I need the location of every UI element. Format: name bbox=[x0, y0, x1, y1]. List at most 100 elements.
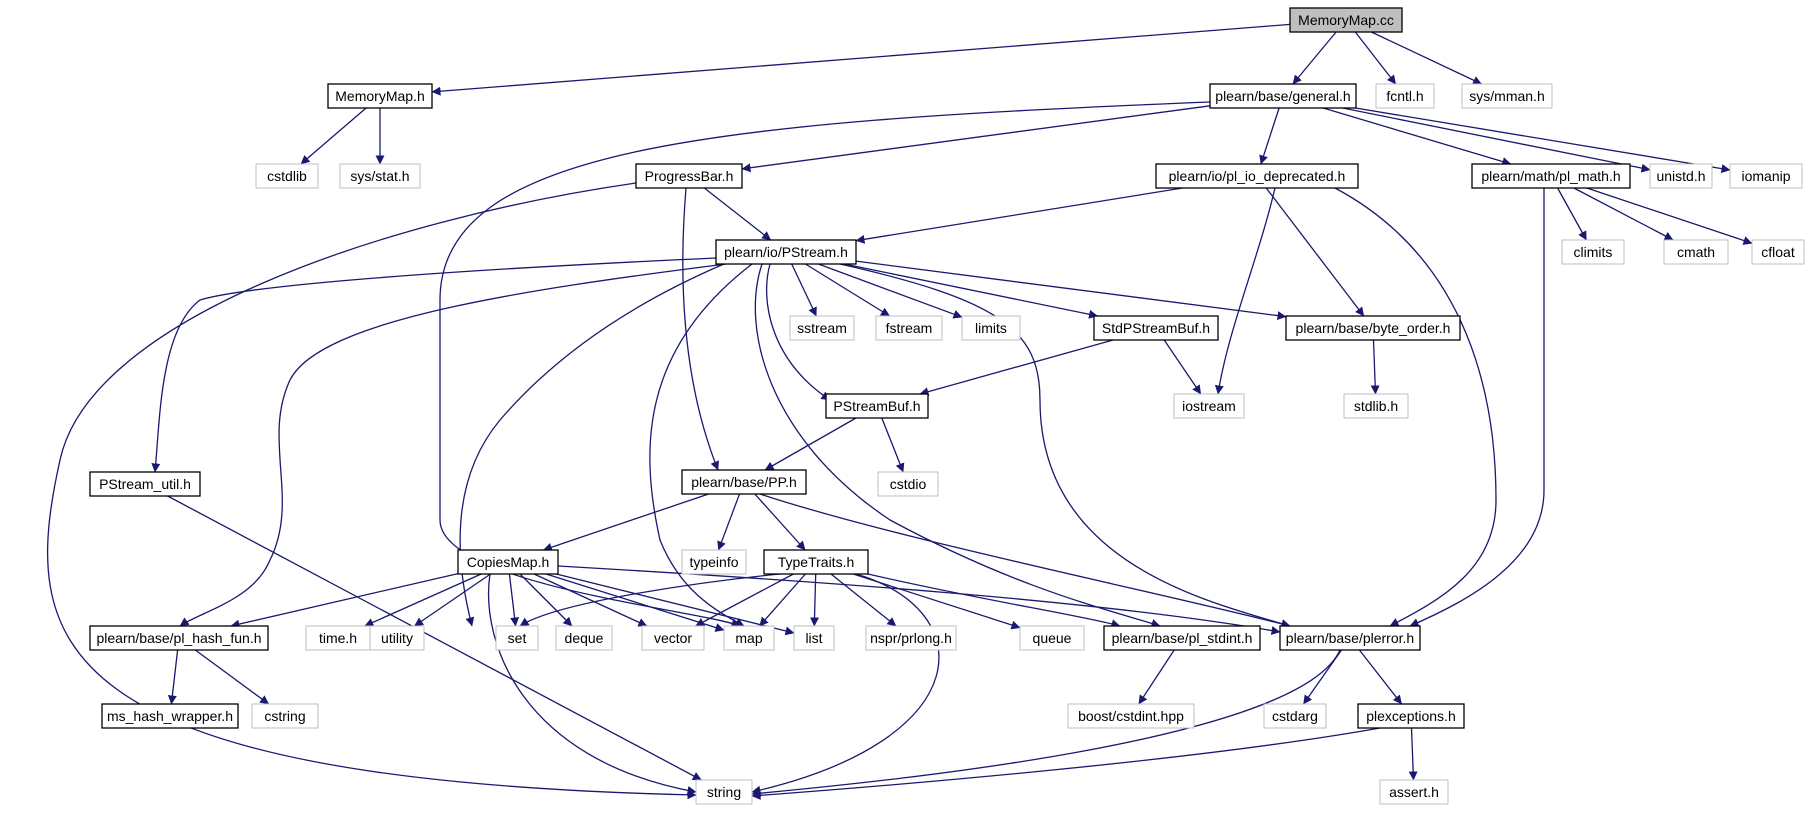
node-box bbox=[723, 625, 775, 651]
edge-pp_h-to-typetraits_h bbox=[754, 493, 806, 551]
node-box bbox=[101, 703, 239, 729]
edge-general_h-to-unistd_h bbox=[1342, 107, 1651, 173]
node-pl-math-h[interactable]: plearn/math/pl_math.h bbox=[1471, 163, 1631, 189]
node-box bbox=[1379, 779, 1449, 805]
edge-copiesmap_h-to-list bbox=[556, 573, 795, 636]
node-limits: limits bbox=[961, 315, 1021, 341]
edge-pstream_h-to-plerror_h bbox=[839, 263, 1291, 628]
edge-typetraits_h-to-vector bbox=[695, 573, 794, 627]
edge-memorymap_cc-to-general_h bbox=[1292, 31, 1337, 85]
node-cstdio: cstdio bbox=[877, 471, 939, 497]
edge-byte_order_h-to-stdlib_h bbox=[1370, 339, 1380, 395]
edge-pl_io_deprecated_h-to-iostream bbox=[1214, 187, 1276, 395]
node-copiesmap-h[interactable]: CopiesMap.h bbox=[457, 549, 559, 575]
node-fcntl-h: fcntl.h bbox=[1375, 83, 1435, 109]
edge-copiesmap_h-to-plerror_h bbox=[557, 565, 1281, 635]
edge-pstream_h-to-sstream bbox=[791, 263, 817, 317]
edge-pstream_util_h-to-string bbox=[167, 495, 702, 781]
edge-general_h-to-map bbox=[439, 101, 1211, 628]
node-cstdlib: cstdlib bbox=[255, 163, 319, 189]
node-pl-stdint-h[interactable]: plearn/base/pl_stdint.h bbox=[1103, 625, 1261, 651]
edge-general_h-to-iomanip bbox=[1355, 107, 1731, 174]
node-box bbox=[1343, 393, 1409, 419]
node-label: climits bbox=[1574, 244, 1613, 260]
node-cstring: cstring bbox=[251, 703, 319, 729]
edge-stdpstreambuf_h-to-pstreambuf_h bbox=[919, 339, 1114, 397]
edge-pl_io_deprecated_h-to-byte_order_h bbox=[1265, 187, 1365, 317]
node-box bbox=[681, 469, 807, 495]
edge-pl_math_h-to-climits bbox=[1557, 187, 1587, 241]
node-label: ProgressBar.h bbox=[645, 168, 734, 184]
node-iomanip: iomanip bbox=[1729, 163, 1803, 189]
node-progressbar-h[interactable]: ProgressBar.h bbox=[635, 163, 743, 189]
node-stdpstreambuf-h[interactable]: StdPStreamBuf.h bbox=[1093, 315, 1219, 341]
node-label: typeinfo bbox=[689, 554, 738, 570]
edge-copiesmap_h-to-pl_hash_fun_h bbox=[230, 572, 459, 629]
node-pstream-h[interactable]: plearn/io/PStream.h bbox=[715, 239, 857, 265]
node-pp-h[interactable]: plearn/base/PP.h bbox=[681, 469, 807, 495]
edge-pp_h-to-typeinfo bbox=[717, 493, 741, 551]
edge-pstream_h-to-byte_order_h bbox=[855, 260, 1287, 321]
node-assert-h: assert.h bbox=[1379, 779, 1449, 805]
node-typeinfo: typeinfo bbox=[681, 549, 747, 575]
edge-pstream_h-to-fstream bbox=[805, 263, 890, 317]
node-climits: climits bbox=[1561, 239, 1625, 265]
node-box bbox=[305, 625, 371, 651]
node-memorymap-cc[interactable]: MemoryMap.cc bbox=[1289, 7, 1403, 33]
node-byte-order-h[interactable]: plearn/base/byte_order.h bbox=[1285, 315, 1461, 341]
node-label: nspr/prlong.h bbox=[870, 630, 952, 646]
edge-copiesmap_h-to-utility bbox=[414, 573, 491, 627]
node-label: TypeTraits.h bbox=[778, 554, 855, 570]
edge-pl_io_deprecated_h-to-pstream_h bbox=[855, 187, 1183, 244]
node-ms-hash-wrapper-h[interactable]: ms_hash_wrapper.h bbox=[101, 703, 239, 729]
node-plerror-h[interactable]: plearn/base/plerror.h bbox=[1279, 625, 1421, 651]
node-label: time.h bbox=[319, 630, 357, 646]
node-box bbox=[635, 163, 743, 189]
edge-memorymap_h-to-cstdlib bbox=[300, 107, 367, 165]
node-pl-hash-fun-h[interactable]: plearn/base/pl_hash_fun.h bbox=[89, 625, 269, 651]
node-label: vector bbox=[654, 630, 692, 646]
node-label: MemoryMap.h bbox=[335, 88, 424, 104]
node-general-h[interactable]: plearn/base/general.h bbox=[1209, 83, 1357, 109]
node-label: string bbox=[707, 784, 741, 800]
node-box bbox=[1751, 239, 1805, 265]
edge-pl_hash_fun_h-to-cstring bbox=[194, 649, 270, 705]
edge-typetraits_h-to-nspr_prlong_h bbox=[830, 573, 897, 627]
edge-stdpstreambuf_h-to-iostream bbox=[1163, 339, 1202, 395]
node-stdlib-h: stdlib.h bbox=[1343, 393, 1409, 419]
node-sys-mman-h: sys/mman.h bbox=[1461, 83, 1553, 109]
node-label: cstdarg bbox=[1272, 708, 1318, 724]
node-label: sstream bbox=[797, 320, 847, 336]
node-string: string bbox=[695, 779, 753, 805]
node-box bbox=[495, 625, 539, 651]
node-box bbox=[789, 315, 855, 341]
node-typetraits-h[interactable]: TypeTraits.h bbox=[763, 549, 869, 575]
node-unistd-h: unistd.h bbox=[1649, 163, 1713, 189]
edge-pstream_h-to-stdpstreambuf_h bbox=[844, 263, 1099, 319]
node-label: MemoryMap.cc bbox=[1298, 12, 1394, 28]
edge-pstream_h-to-pl_hash_fun_h bbox=[179, 263, 727, 627]
edge-pl_stdint_h-to-boost_cstdint_hpp bbox=[1138, 649, 1175, 705]
node-time-h: time.h bbox=[305, 625, 371, 651]
node-box bbox=[327, 83, 433, 109]
edge-pl_hash_fun_h-to-ms_hash_wrapper_h bbox=[167, 649, 179, 705]
node-box bbox=[1649, 163, 1713, 189]
node-memorymap-h[interactable]: MemoryMap.h bbox=[327, 83, 433, 109]
edge-pp_h-to-plerror_h bbox=[759, 493, 1291, 629]
edge-typetraits_h-to-string bbox=[751, 573, 940, 795]
edge-typetraits_h-to-map bbox=[759, 573, 806, 627]
edge-copiesmap_h-to-deque bbox=[519, 573, 573, 627]
node-label: PStreamBuf.h bbox=[833, 398, 920, 414]
node-cfloat: cfloat bbox=[1751, 239, 1805, 265]
node-list: list bbox=[793, 625, 835, 651]
node-pstreambuf-h[interactable]: PStreamBuf.h bbox=[825, 393, 929, 419]
node-pl-io-deprecated-h[interactable]: plearn/io/pl_io_deprecated.h bbox=[1155, 163, 1359, 189]
node-plexceptions-h[interactable]: plexceptions.h bbox=[1357, 703, 1465, 729]
edge-pstream_h-to-pstream_util_h bbox=[151, 257, 717, 473]
node-pstream-util-h[interactable]: PStream_util.h bbox=[89, 471, 201, 497]
node-label: fstream bbox=[886, 320, 933, 336]
node-label: plearn/math/pl_math.h bbox=[1481, 168, 1620, 184]
node-box bbox=[89, 471, 201, 497]
edge-pstream_h-to-limits bbox=[818, 263, 963, 319]
node-label: sys/stat.h bbox=[350, 168, 409, 184]
